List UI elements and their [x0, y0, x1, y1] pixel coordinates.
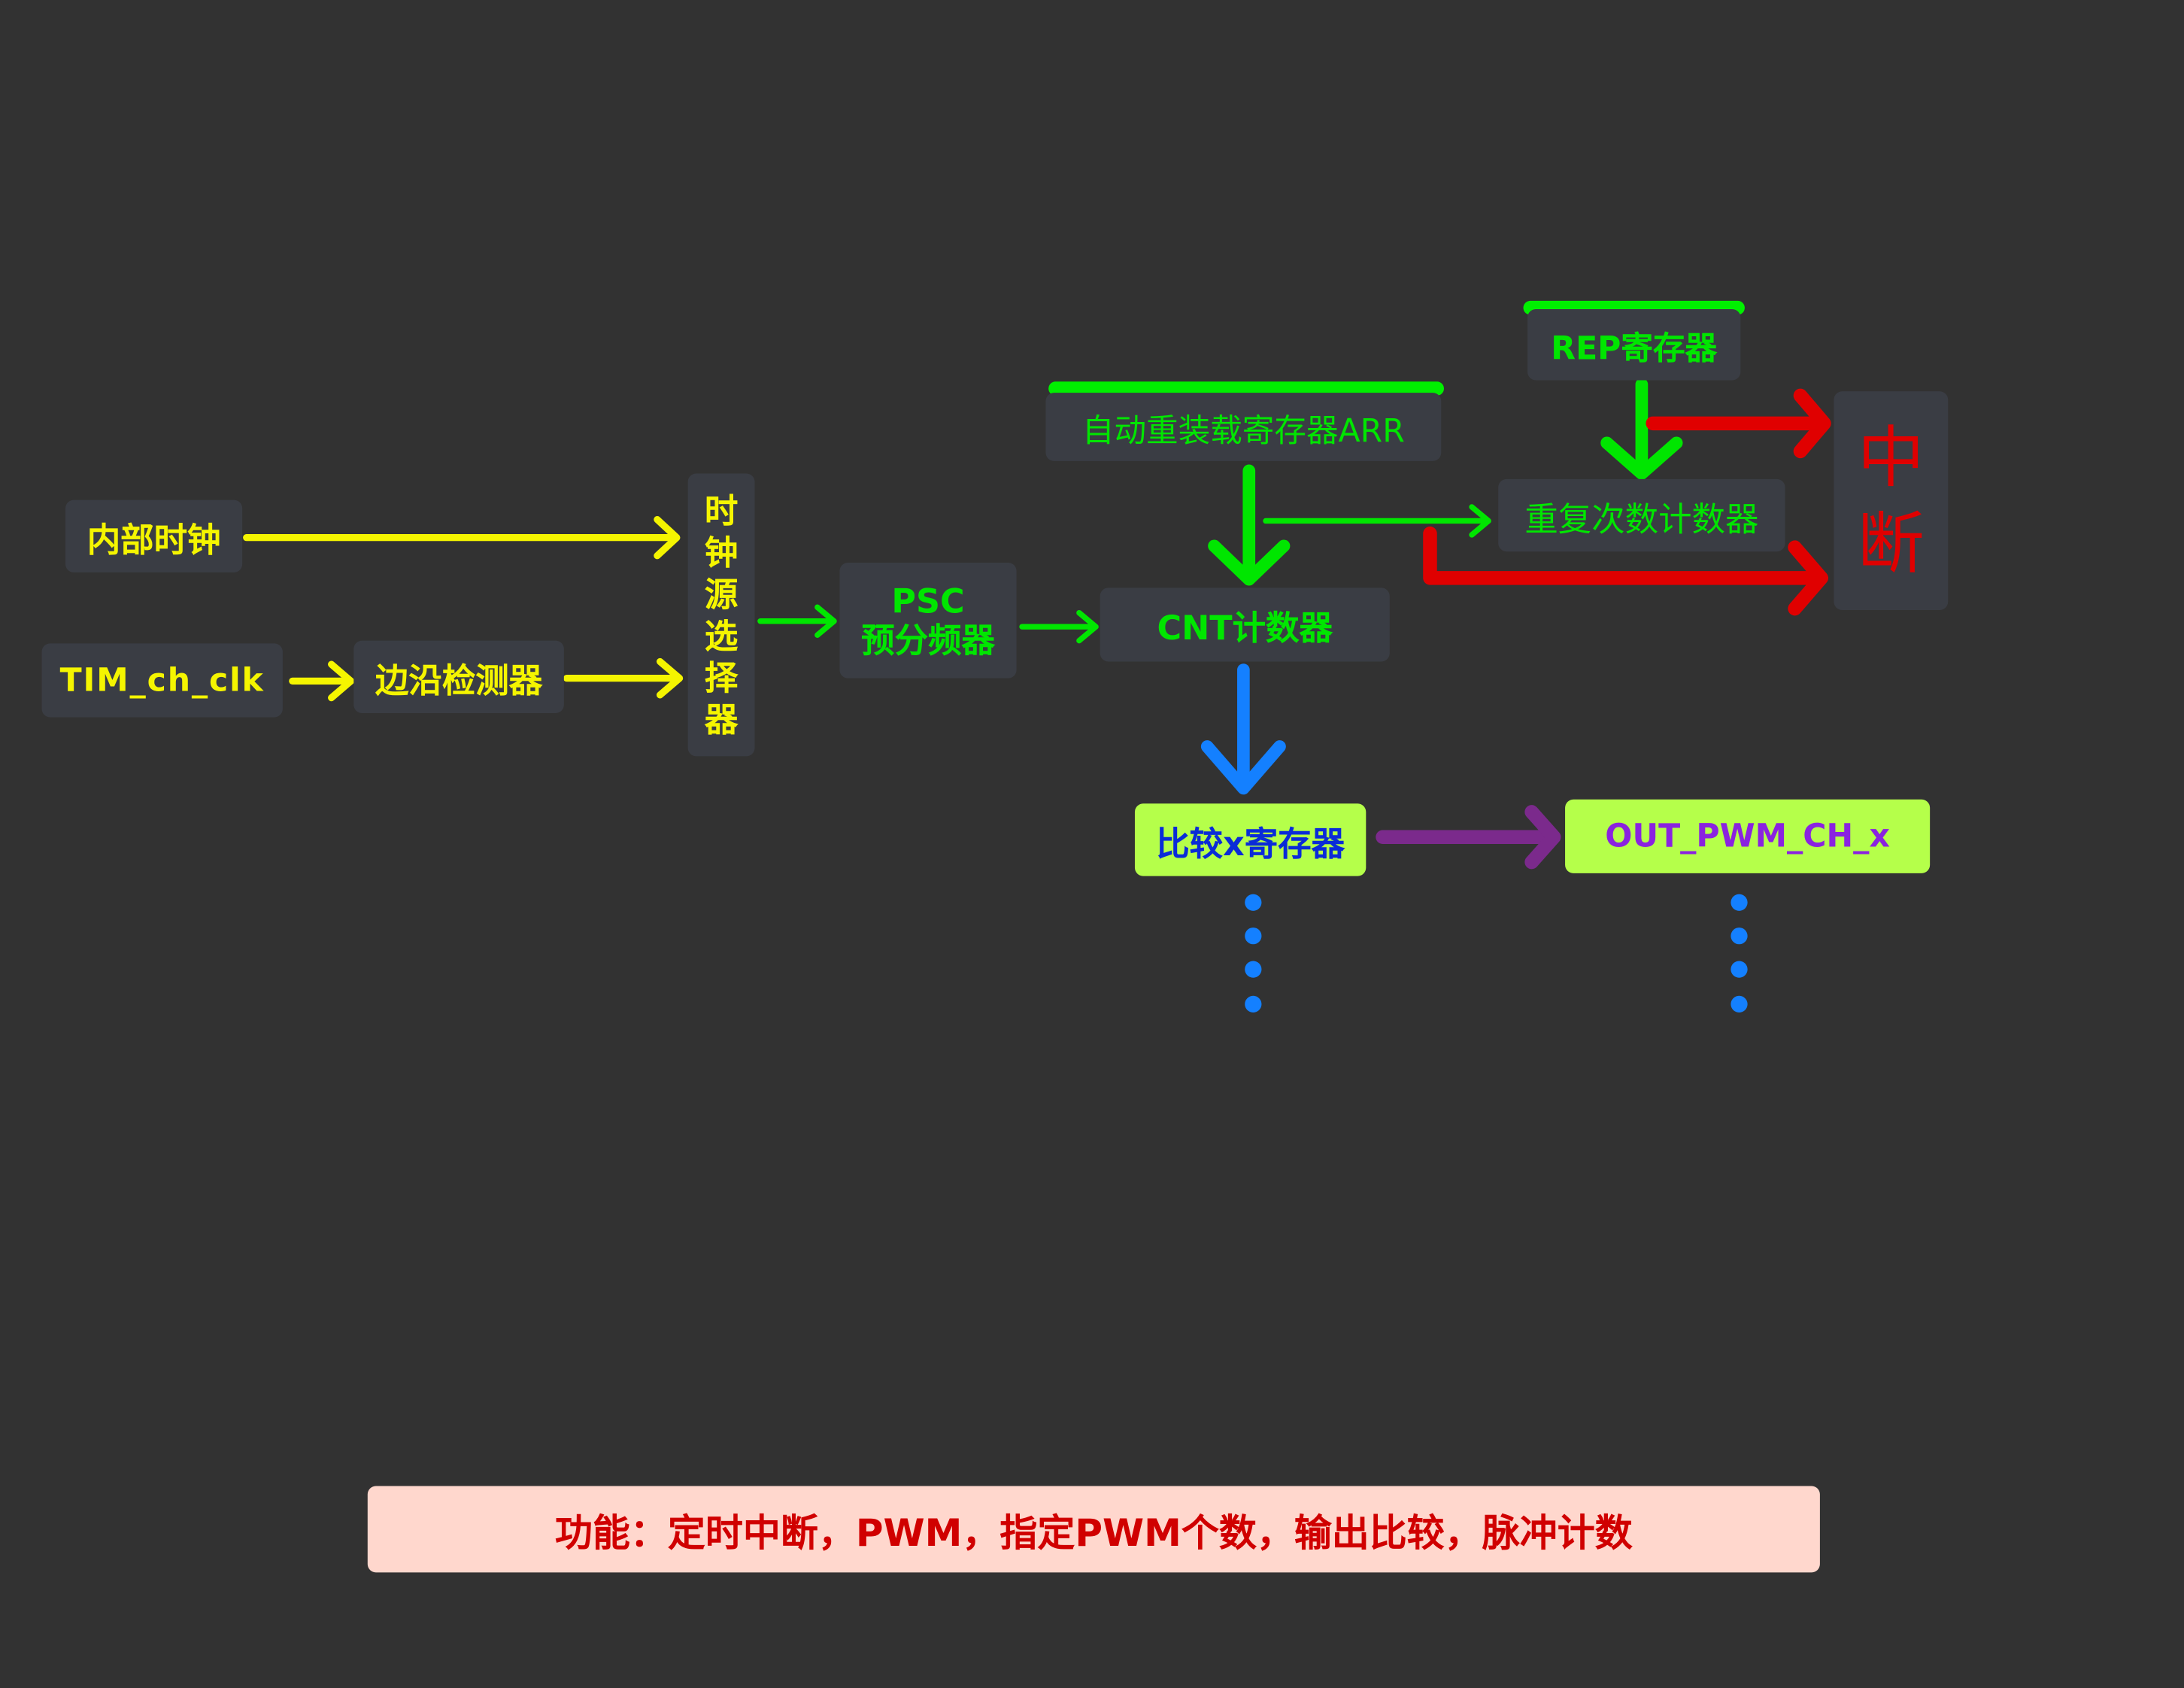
blue-arrow: [1200, 663, 1286, 795]
repetition-counter-box: 重复次数计数器: [1498, 478, 1785, 552]
clock-selector-char: 器: [704, 700, 739, 739]
cnt-counter-box: CNT计数器: [1100, 587, 1390, 662]
edge-detector-label: 边沿检测器: [375, 660, 543, 700]
compare-register-box: 比较x寄存器: [1134, 803, 1367, 876]
interrupt-char: 中: [1857, 418, 1925, 497]
function-summary-banner: 功能：定时中断，PWM，指定PWM个数，输出比较，脉冲计数: [367, 1486, 1820, 1573]
rep-register-label: REP寄存器: [1551, 330, 1718, 367]
red-arrows: [1423, 388, 1831, 616]
green-thin-arrows: [757, 504, 1491, 644]
interrupt-box: 中 断: [1834, 391, 1949, 610]
arrowhead-rep-counter: [1600, 436, 1683, 480]
yellow-arrows: [243, 515, 684, 702]
clock-source-selector-box: 时 钟 源 选 择 器: [687, 473, 755, 757]
arrowhead-tim-ch-clk: [328, 660, 355, 702]
arrowhead-edge: [656, 657, 684, 699]
ellipsis-dot: [1245, 927, 1262, 945]
psc-prescaler-box: PSC 预分频器: [839, 563, 1017, 679]
ellipsis-dot: [1731, 927, 1748, 945]
out-pwm-label: OUT_PWM_CH_x: [1605, 818, 1890, 855]
arrowhead-compare-out: [1524, 805, 1561, 870]
arr-register-label: 自动重装载寄存器ARR: [1081, 412, 1405, 450]
ellipsis-dot: [1731, 961, 1748, 978]
prescaler-label: 预分频器: [861, 620, 995, 660]
arrowhead-psc-cnt: [1076, 609, 1099, 644]
compare-register-label: 比较x寄存器: [1156, 824, 1345, 863]
green-thick-arrows: [1208, 378, 1683, 586]
ellipsis-dot: [1731, 995, 1748, 1013]
arrow-counter-to-interrupt: [1423, 526, 1826, 585]
out-pwm-box: OUT_PWM_CH_x: [1565, 799, 1931, 873]
clock-selector-char: 选: [704, 616, 739, 656]
rep-register-box: REP寄存器: [1527, 309, 1741, 381]
arrowhead-counter-interrupt: [1788, 540, 1828, 616]
psc-label: PSC: [891, 581, 965, 621]
ellipsis-dot: [1245, 894, 1262, 911]
arr-register-box: 自动重装载寄存器ARR: [1045, 393, 1442, 461]
arrowhead-rep-interrupt: [1793, 388, 1831, 459]
tim-ch-clk-label: TIM_ch_clk: [59, 662, 265, 699]
function-summary-text: 功能：定时中断，PWM，指定PWM个数，输出比较，脉冲计数: [554, 1511, 1633, 1556]
purple-arrow: [1376, 805, 1561, 870]
internal-clock-box: 内部时钟: [65, 499, 243, 572]
arr-overbar: [1048, 381, 1444, 396]
arrowhead-cnt-compare: [1200, 740, 1286, 795]
repetition-counter-label: 重复次数计数器: [1524, 499, 1759, 539]
edge-detector-box: 边沿检测器: [353, 640, 564, 713]
tim-ch-clk-box: TIM_ch_clk: [41, 643, 283, 718]
arrowhead-selector-psc: [814, 604, 837, 638]
ellipsis-dot: [1731, 894, 1748, 911]
arrowhead-internal-clock: [654, 515, 681, 560]
cnt-counter-label: CNT计数器: [1157, 609, 1333, 648]
ellipsis-dot: [1245, 995, 1262, 1013]
internal-clock-label: 内部时钟: [86, 520, 221, 560]
interrupt-char: 断: [1857, 505, 1925, 583]
clock-selector-char: 时: [704, 490, 739, 530]
clock-selector-char: 钟: [704, 533, 739, 572]
ellipsis-dot: [1245, 961, 1262, 978]
clock-selector-char: 源: [704, 574, 739, 614]
arrowhead-cnt-rep-counter: [1469, 504, 1491, 538]
arrowhead-arr-cnt: [1208, 539, 1291, 586]
clock-selector-char: 择: [704, 657, 739, 697]
